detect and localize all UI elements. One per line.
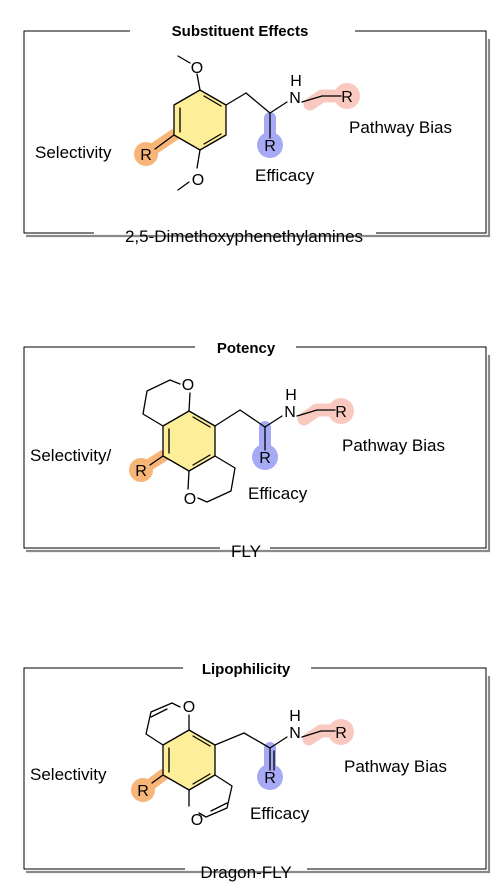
atom-o-bottom: O: [191, 812, 203, 829]
panel-frame-right: [270, 346, 487, 549]
label-selectivity: Selectivity: [30, 765, 107, 784]
atom-r-alpha: R: [264, 770, 276, 787]
atom-n: N: [284, 404, 296, 421]
panel-title: Potency: [217, 340, 276, 357]
n-r-circle: [334, 83, 360, 109]
atom-n: N: [289, 725, 301, 742]
benzene-ring-fill: [174, 90, 226, 150]
panel-title: Substituent Effects: [172, 23, 309, 40]
label-selectivity: Selectivity: [35, 143, 112, 162]
atom-o-top: O: [191, 60, 203, 77]
atom-r-aryl: R: [140, 147, 152, 164]
label-pathway-bias: Pathway Bias: [342, 436, 445, 455]
n-r-circle: [328, 398, 354, 424]
atom-n: N: [289, 90, 301, 107]
benzene-ring-fill: [163, 730, 215, 790]
panel-frame-right: [355, 30, 487, 234]
benzene-ring-fill: [163, 411, 215, 471]
panel-substituent-effects: Substituent Effects 2,5-Dimethoxypheneth…: [23, 23, 491, 246]
panel-lipophilicity: Lipophilicity Dragon-FLY O O R R: [23, 661, 491, 882]
panel-caption: 2,5-Dimethoxyphenethylamines: [125, 227, 363, 246]
panel-shadow: [26, 355, 491, 553]
atom-h: H: [290, 73, 302, 90]
atom-o-bottom: O: [192, 172, 204, 189]
atom-h: H: [289, 708, 301, 725]
panel-shadow: [26, 39, 491, 238]
panel-potency: Potency FLY O O R R H N R Sele: [23, 340, 491, 561]
atom-r-n: R: [335, 725, 347, 742]
atom-r-alpha: R: [259, 450, 271, 467]
label-efficacy: Efficacy: [248, 484, 308, 503]
panel-frame-left: [23, 30, 130, 234]
atom-r-aryl: R: [137, 783, 149, 800]
atom-o-bottom: O: [184, 491, 196, 508]
atom-r-n: R: [341, 89, 353, 106]
alpha-r-circle: [257, 764, 283, 790]
atom-r-alpha: R: [264, 138, 276, 155]
label-pathway-bias: Pathway Bias: [349, 118, 452, 137]
panel-caption: Dragon-FLY: [200, 863, 291, 882]
atom-r-aryl: R: [135, 463, 147, 480]
atom-r-n: R: [335, 404, 347, 421]
atom-o-top: O: [182, 377, 194, 394]
n-r-circle: [328, 719, 354, 745]
panel-frame-left: [23, 667, 185, 870]
label-efficacy: Efficacy: [250, 804, 310, 823]
panel-frame-left: [23, 346, 220, 549]
alpha-r-circle: [257, 132, 283, 158]
atom-o-top: O: [183, 699, 195, 716]
panel-frame-right: [307, 667, 487, 870]
alpha-r-circle: [252, 444, 278, 470]
atom-h: H: [285, 387, 297, 404]
label-selectivity: Selectivity/: [30, 446, 112, 465]
panel-title: Lipophilicity: [202, 661, 291, 678]
panel-caption: FLY: [231, 542, 261, 561]
label-pathway-bias: Pathway Bias: [344, 757, 447, 776]
panel-shadow: [26, 676, 491, 874]
label-efficacy: Efficacy: [255, 166, 315, 185]
